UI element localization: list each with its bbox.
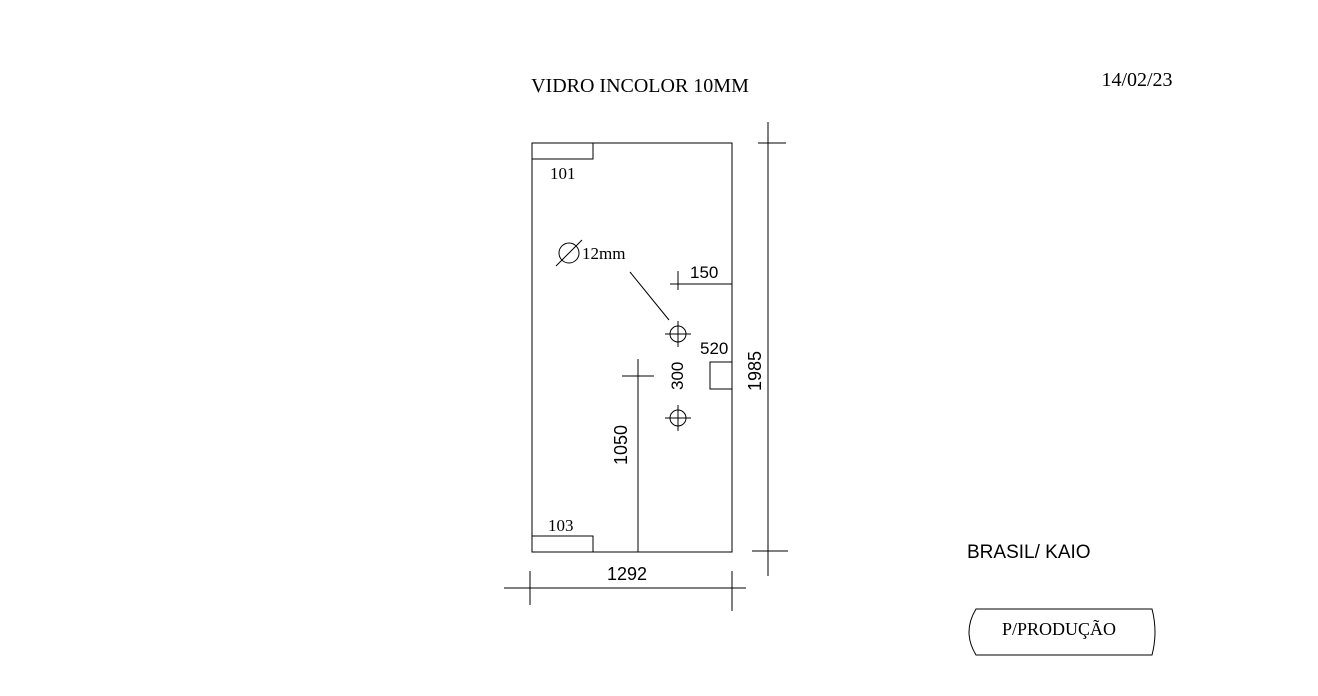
production-stamp-border (968, 608, 1156, 656)
drawing-date: 14/02/23 (1101, 69, 1172, 91)
height-dimension-label: 1985 (745, 351, 765, 391)
drawing-title: VIDRO INCOLOR 10MM (531, 75, 749, 97)
hardware-top-corner-box (531, 142, 594, 160)
diameter-icon (558, 242, 580, 264)
hardware-top-corner-label: 101 (550, 164, 576, 183)
hole-leader-line (629, 271, 670, 321)
hole-spacing-label: 300 (668, 362, 687, 390)
width-dimension-label: 1292 (607, 564, 647, 584)
hole-edge-offset-label: 150 (690, 263, 718, 282)
glass-panel-outline (531, 142, 733, 553)
client-label: BRASIL/ KAIO (967, 542, 1091, 563)
diameter-icon-slash (555, 239, 583, 267)
hole-diameter-label: 12mm (582, 244, 625, 263)
production-stamp-label: P/PRODUÇÃO (1002, 618, 1116, 639)
hole-height-label: 1050 (611, 425, 631, 465)
notch-size-label: 520 (700, 339, 728, 358)
edge-notch-box (709, 361, 733, 390)
hardware-bottom-corner-box (531, 535, 594, 553)
hardware-bottom-corner-label: 103 (548, 516, 574, 535)
